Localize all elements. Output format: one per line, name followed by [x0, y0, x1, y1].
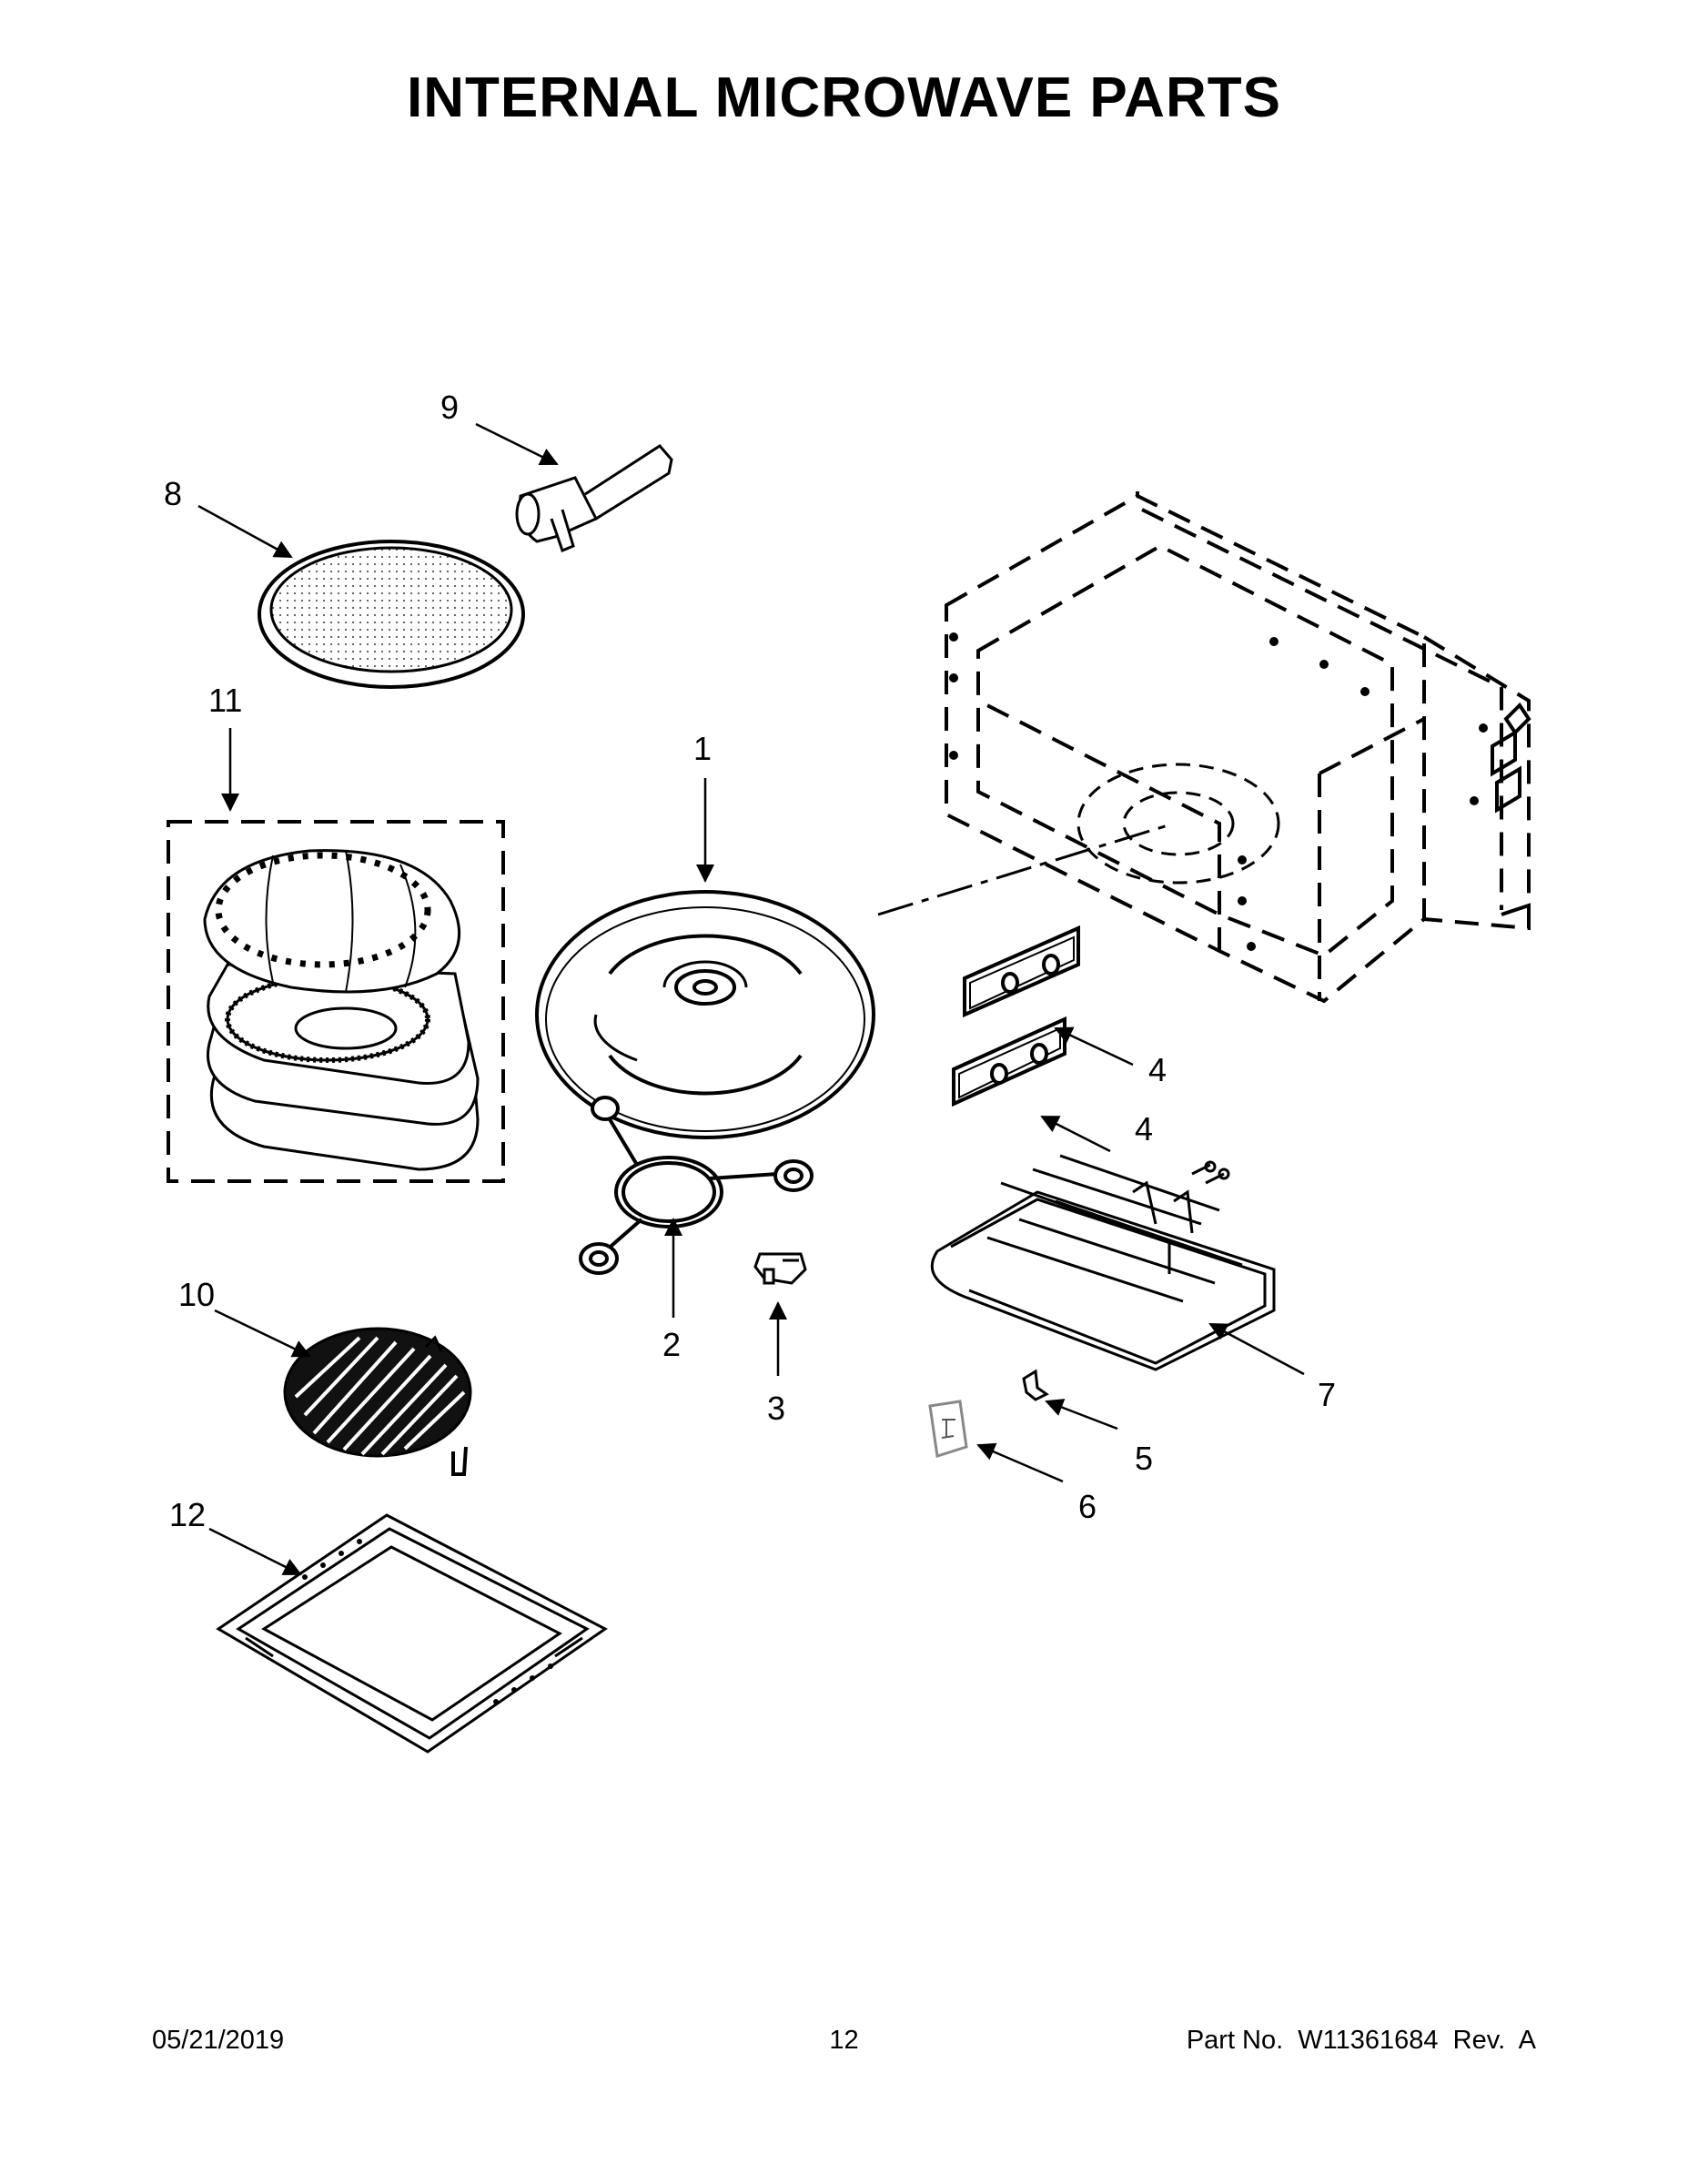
heating-element [930, 1154, 1276, 1371]
centerline [877, 822, 1175, 916]
waveguide-cover-lower [952, 1016, 1066, 1107]
callout-2: 2 [662, 1326, 681, 1363]
coupler [753, 1252, 807, 1285]
leader-4b [1040, 1115, 1111, 1153]
grill-rack [283, 1327, 472, 1476]
leader-9 [475, 422, 559, 466]
callout-9: 9 [440, 389, 459, 426]
callout-8: 8 [164, 475, 182, 512]
page-title: INTERNAL MICROWAVE PARTS [407, 66, 1281, 129]
waveguide-cover-upper [963, 925, 1080, 1018]
roller-support [579, 1096, 814, 1275]
callout-10: 10 [178, 1276, 215, 1313]
baking-tray [216, 1513, 608, 1754]
callout-5: 5 [1135, 1440, 1153, 1477]
leader-4a [1054, 1026, 1134, 1067]
callout-12: 12 [169, 1496, 206, 1533]
crisper-handle [515, 444, 673, 552]
leader-arrows [197, 422, 1305, 1576]
leader-7 [1208, 1322, 1305, 1376]
cavity-mount-holes [949, 632, 1488, 951]
callout-7: 7 [1318, 1376, 1336, 1413]
oven-cavity-outline [945, 491, 1531, 1004]
leader-8 [197, 504, 293, 559]
callout-4a: 4 [1148, 1051, 1167, 1088]
cavity-turntable-seat [1076, 763, 1280, 885]
warning-label [928, 1400, 968, 1458]
leader-6 [976, 1442, 1064, 1483]
callout-11: 11 [208, 682, 242, 719]
footer-part-number: Part No. W11361684 Rev. A [1186, 2026, 1536, 2055]
steamer-set [203, 849, 480, 1171]
cavity-side-bracket [1491, 702, 1531, 924]
footer-date: 05/21/2019 [152, 2026, 285, 2055]
callout-labels: 1 2 3 4 4 5 6 7 8 9 10 11 12 [164, 389, 1336, 1533]
leader-10 [214, 1309, 311, 1358]
callout-1: 1 [693, 730, 712, 767]
leader-12 [208, 1527, 302, 1576]
callout-6: 6 [1078, 1488, 1097, 1525]
leader-5 [1045, 1399, 1118, 1431]
footer-page-number: 12 [829, 2026, 859, 2055]
element-bracket [1022, 1369, 1049, 1401]
steamer-set-box [167, 820, 505, 1183]
callout-4b: 4 [1135, 1110, 1153, 1148]
callout-3: 3 [767, 1390, 785, 1427]
crisper-plate [258, 540, 525, 689]
turntable-tray [535, 890, 875, 1139]
